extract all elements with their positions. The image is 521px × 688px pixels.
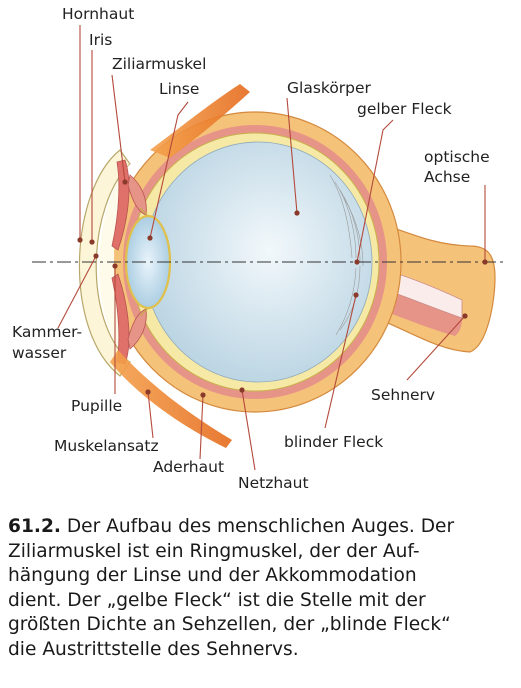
label-netzhaut: Netzhaut — [238, 474, 309, 492]
label-kammerwasser-1: Kammer- — [12, 323, 82, 341]
eye-diagram: Hornhaut Iris Ziliarmuskel Linse Glaskör… — [12, 5, 505, 492]
caption-line-5: größten Dichte an Sehzellen, der „blinde… — [8, 614, 451, 636]
label-kammerwasser-2: wasser — [12, 344, 67, 362]
caption-line-2: Ziliarmuskel ist ein Ringmuskel, der der… — [8, 540, 420, 562]
caption-line-3: hängung der Linse und der Akkommodation — [8, 565, 417, 587]
label-muskelansatz: Muskelansatz — [54, 437, 159, 455]
ciliary-body-upper — [127, 174, 147, 216]
label-gelber-fleck: gelber Fleck — [357, 100, 452, 118]
label-sehnerv: Sehnerv — [371, 386, 435, 404]
leader-dots — [77, 179, 488, 398]
figure-caption: 61.2. Der Aufbau des menschlichen Auges.… — [8, 515, 514, 663]
caption-line-1: Der Aufbau des menschlichen Auges. Der — [60, 516, 455, 537]
figure-number: 61.2. — [8, 516, 61, 537]
retina-fibres — [329, 174, 364, 336]
label-linse: Linse — [159, 80, 199, 98]
caption-line-6: die Austrittstelle des Sehnervs. — [8, 638, 299, 660]
leader-lines — [57, 25, 486, 471]
eye-muscle-upper — [150, 84, 250, 158]
caption-line-4: dient. Der „gelbe Fleck“ ist die Stelle … — [8, 589, 426, 611]
label-pupille: Pupille — [71, 397, 122, 415]
label-glaskoerper: Glaskörper — [287, 79, 372, 97]
anterior-chamber — [99, 164, 130, 362]
label-blinder-fleck: blinder Fleck — [284, 433, 383, 451]
label-hornhaut: Hornhaut — [62, 5, 134, 23]
label-aderhaut: Aderhaut — [153, 458, 224, 476]
label-optische-achse-2: Achse — [424, 168, 470, 186]
label-optische-achse-1: optische — [424, 148, 490, 166]
label-iris: Iris — [89, 31, 112, 49]
ciliary-body-lower — [127, 308, 147, 350]
label-ziliarmuskel: Ziliarmuskel — [112, 55, 206, 73]
